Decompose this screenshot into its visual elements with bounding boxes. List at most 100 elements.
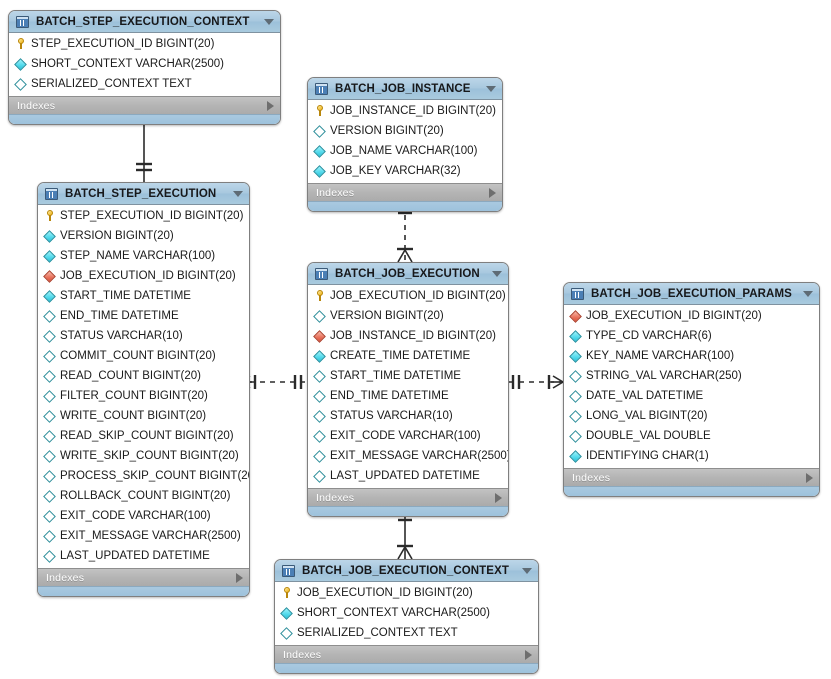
- column-label: END_TIME DATETIME: [60, 310, 179, 322]
- chevron-down-icon[interactable]: [803, 290, 813, 297]
- triangle-right-icon[interactable]: [489, 187, 496, 198]
- not-null-diamond-icon: [14, 57, 27, 71]
- column-row[interactable]: FILTER_COUNT BIGINT(20): [38, 386, 249, 406]
- nullable-diamond-icon: [43, 369, 56, 383]
- column-row[interactable]: END_TIME DATETIME: [308, 386, 508, 406]
- chevron-down-icon[interactable]: [264, 18, 274, 25]
- key-icon: [315, 290, 325, 302]
- column-row[interactable]: IDENTIFYING CHAR(1): [564, 446, 819, 466]
- column-label: STRING_VAL VARCHAR(250): [586, 370, 742, 382]
- column-row[interactable]: CREATE_TIME DATETIME: [308, 346, 508, 366]
- entity-column-list: STEP_EXECUTION_ID BIGINT(20)VERSION BIGI…: [38, 205, 249, 568]
- column-label: SHORT_CONTEXT VARCHAR(2500): [31, 58, 224, 70]
- column-row[interactable]: EXIT_MESSAGE VARCHAR(2500): [38, 526, 249, 546]
- column-row[interactable]: KEY_NAME VARCHAR(100): [564, 346, 819, 366]
- relationship-job-instance-execution[interactable]: [397, 205, 413, 263]
- column-row[interactable]: SERIALIZED_CONTEXT TEXT: [9, 74, 280, 94]
- column-row[interactable]: LONG_VAL BIGINT(20): [564, 406, 819, 426]
- entity-header[interactable]: BATCH_JOB_INSTANCE: [308, 78, 502, 100]
- column-row[interactable]: JOB_EXECUTION_ID BIGINT(20): [308, 286, 508, 306]
- not-null-diamond-icon: [43, 289, 56, 303]
- column-row[interactable]: STATUS VARCHAR(10): [308, 406, 508, 426]
- column-row[interactable]: JOB_INSTANCE_ID BIGINT(20): [308, 326, 508, 346]
- column-row[interactable]: START_TIME DATETIME: [38, 286, 249, 306]
- relationship-step-job-execution[interactable]: [238, 375, 307, 389]
- column-row[interactable]: SERIALIZED_CONTEXT TEXT: [275, 623, 538, 643]
- column-row[interactable]: EXIT_CODE VARCHAR(100): [308, 426, 508, 446]
- column-row[interactable]: STRING_VAL VARCHAR(250): [564, 366, 819, 386]
- entity-title: BATCH_JOB_EXECUTION_CONTEXT: [302, 564, 509, 577]
- key-icon: [282, 587, 292, 599]
- column-row[interactable]: TYPE_CD VARCHAR(6): [564, 326, 819, 346]
- column-row[interactable]: VERSION BIGINT(20): [308, 306, 508, 326]
- chevron-down-icon[interactable]: [486, 85, 496, 92]
- column-row[interactable]: EXIT_MESSAGE VARCHAR(2500): [308, 446, 508, 466]
- indexes-bar[interactable]: Indexes: [9, 96, 280, 114]
- column-row[interactable]: LAST_UPDATED DATETIME: [308, 466, 508, 486]
- entity-header[interactable]: BATCH_JOB_EXECUTION_PARAMS: [564, 283, 819, 305]
- column-row[interactable]: JOB_KEY VARCHAR(32): [308, 161, 502, 181]
- column-row[interactable]: JOB_EXECUTION_ID BIGINT(20): [275, 583, 538, 603]
- entity-batch-job-execution-context[interactable]: BATCH_JOB_EXECUTION_CONTEXT JOB_EXECUTION…: [274, 559, 539, 674]
- chevron-down-icon[interactable]: [492, 270, 502, 277]
- chevron-down-icon[interactable]: [522, 567, 532, 574]
- entity-header[interactable]: BATCH_STEP_EXECUTION_CONTEXT: [9, 11, 280, 33]
- column-row[interactable]: VERSION BIGINT(20): [308, 121, 502, 141]
- entity-header[interactable]: BATCH_JOB_EXECUTION: [308, 263, 508, 285]
- column-row[interactable]: STEP_NAME VARCHAR(100): [38, 246, 249, 266]
- table-icon: [45, 187, 58, 200]
- column-row[interactable]: WRITE_COUNT BIGINT(20): [38, 406, 249, 426]
- indexes-bar[interactable]: Indexes: [564, 468, 819, 486]
- column-row[interactable]: STATUS VARCHAR(10): [38, 326, 249, 346]
- entity-column-list: STEP_EXECUTION_ID BIGINT(20) SHORT_CONTEX…: [9, 33, 280, 96]
- column-row[interactable]: END_TIME DATETIME: [38, 306, 249, 326]
- column-row[interactable]: JOB_NAME VARCHAR(100): [308, 141, 502, 161]
- triangle-right-icon[interactable]: [267, 100, 274, 111]
- column-label: JOB_INSTANCE_ID BIGINT(20): [330, 330, 496, 342]
- column-row[interactable]: JOB_EXECUTION_ID BIGINT(20): [38, 266, 249, 286]
- column-row[interactable]: JOB_INSTANCE_ID BIGINT(20): [308, 101, 502, 121]
- indexes-bar[interactable]: Indexes: [38, 568, 249, 586]
- column-row[interactable]: READ_SKIP_COUNT BIGINT(20): [38, 426, 249, 446]
- triangle-right-icon[interactable]: [525, 649, 532, 660]
- entity-header[interactable]: BATCH_STEP_EXECUTION: [38, 183, 249, 205]
- column-row[interactable]: SHORT_CONTEXT VARCHAR(2500): [275, 603, 538, 623]
- triangle-right-icon[interactable]: [806, 472, 813, 483]
- column-label: SERIALIZED_CONTEXT TEXT: [297, 627, 458, 639]
- column-row[interactable]: JOB_EXECUTION_ID BIGINT(20): [564, 306, 819, 326]
- indexes-bar[interactable]: Indexes: [308, 183, 502, 201]
- relationship-job-execution-params[interactable]: [509, 375, 565, 389]
- nullable-diamond-icon: [43, 389, 56, 403]
- column-row[interactable]: START_TIME DATETIME: [308, 366, 508, 386]
- column-row[interactable]: VERSION BIGINT(20): [38, 226, 249, 246]
- column-label: STATUS VARCHAR(10): [60, 330, 183, 342]
- entity-header[interactable]: BATCH_JOB_EXECUTION_CONTEXT: [275, 560, 538, 582]
- column-row[interactable]: DOUBLE_VAL DOUBLE: [564, 426, 819, 446]
- triangle-right-icon[interactable]: [495, 492, 502, 503]
- nullable-diamond-icon: [14, 77, 27, 91]
- column-row[interactable]: ROLLBACK_COUNT BIGINT(20): [38, 486, 249, 506]
- column-row[interactable]: COMMIT_COUNT BIGINT(20): [38, 346, 249, 366]
- column-row[interactable]: SHORT_CONTEXT VARCHAR(2500): [9, 54, 280, 74]
- key-icon: [16, 38, 26, 50]
- triangle-right-icon[interactable]: [236, 572, 243, 583]
- column-row[interactable]: STEP_EXECUTION_ID BIGINT(20): [9, 34, 280, 54]
- column-row[interactable]: PROCESS_SKIP_COUNT BIGINT(20): [38, 466, 249, 486]
- column-row[interactable]: EXIT_CODE VARCHAR(100): [38, 506, 249, 526]
- nullable-diamond-icon: [43, 409, 56, 423]
- column-label: START_TIME DATETIME: [330, 370, 461, 382]
- indexes-bar[interactable]: Indexes: [308, 488, 508, 506]
- column-row[interactable]: WRITE_SKIP_COUNT BIGINT(20): [38, 446, 249, 466]
- column-row[interactable]: STEP_EXECUTION_ID BIGINT(20): [38, 206, 249, 226]
- not-null-diamond-icon: [569, 449, 582, 463]
- chevron-down-icon[interactable]: [233, 190, 243, 197]
- column-row[interactable]: DATE_VAL DATETIME: [564, 386, 819, 406]
- column-row[interactable]: LAST_UPDATED DATETIME: [38, 546, 249, 566]
- column-row[interactable]: READ_COUNT BIGINT(20): [38, 366, 249, 386]
- indexes-bar[interactable]: Indexes: [275, 645, 538, 663]
